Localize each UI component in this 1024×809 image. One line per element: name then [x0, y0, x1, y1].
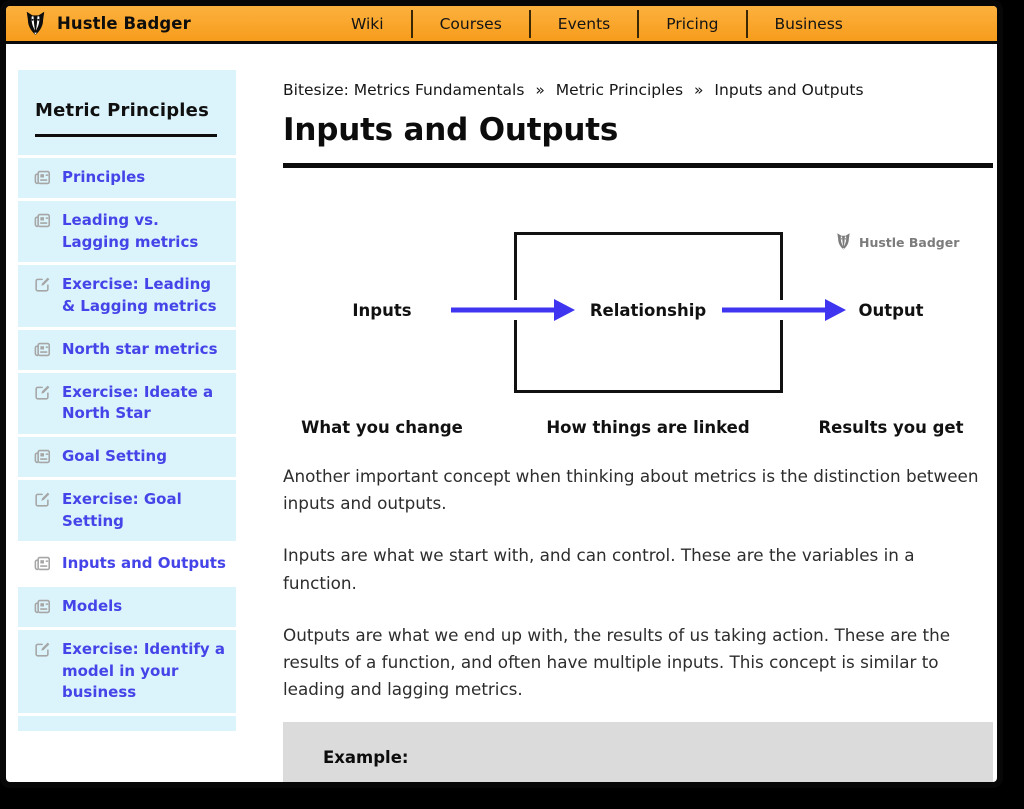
exercise-icon: [33, 275, 52, 294]
sidebar-item-inputs-and-outputs[interactable]: Inputs and Outputs: [18, 544, 236, 584]
site-logo[interactable]: Hustle Badger: [22, 10, 191, 37]
breadcrumb: Bitesize: Metrics Fundamentals » Metric …: [283, 81, 993, 99]
sidebar-item-exercise-leading-lagging[interactable]: Exercise: Leading & Lagging metrics: [18, 265, 236, 327]
sidebar-item-exercise-goal-setting[interactable]: Exercise: Goal Setting: [18, 479, 236, 542]
course-sidebar: Metric Principles Principles Leading vs.…: [18, 70, 236, 731]
article-icon: [33, 168, 52, 187]
nav-divider: [528, 9, 531, 38]
example-box: Example:: [283, 722, 993, 782]
browser-page: Hustle Badger Wiki Courses Events Pricin…: [0, 0, 1003, 788]
nav-item-pricing[interactable]: Pricing: [666, 14, 719, 33]
exercise-icon: [33, 490, 52, 509]
badger-logo-icon: [22, 10, 49, 37]
nav-item-courses[interactable]: Courses: [439, 14, 502, 33]
diagram-caption-output: Results you get: [818, 418, 963, 437]
article-icon: [33, 554, 52, 573]
breadcrumb-separator: »: [694, 81, 704, 99]
sidebar-item-principles[interactable]: Principles: [18, 158, 236, 198]
sidebar-title: Metric Principles: [35, 100, 209, 121]
brand-name: Hustle Badger: [57, 14, 191, 33]
breadcrumb-separator: »: [535, 81, 545, 99]
sidebar-footer-strip: [18, 716, 236, 731]
sidebar-item-exercise-identify-model[interactable]: Exercise: Identify a model in your busin…: [18, 629, 236, 713]
article-icon: [33, 597, 52, 616]
diagram-label-output: Output: [858, 301, 923, 320]
sidebar-header: Metric Principles: [18, 70, 236, 155]
nav-item-wiki[interactable]: Wiki: [351, 14, 384, 33]
sidebar-title-rule: [35, 134, 217, 137]
relationship-box: [514, 232, 783, 393]
breadcrumb-item-course[interactable]: Bitesize: Metrics Fundamentals: [283, 81, 525, 99]
article-icon: [33, 447, 52, 466]
arrowhead: [554, 299, 575, 321]
page-title: Inputs and Outputs: [283, 112, 619, 148]
article-icon: [33, 211, 52, 230]
arrowhead: [825, 299, 846, 321]
example-label: Example:: [323, 748, 409, 768]
diagram-caption-inputs: What you change: [301, 418, 463, 437]
paragraph: Inputs are what we start with, and can c…: [283, 545, 915, 593]
watermark-text: Hustle Badger: [859, 235, 960, 250]
sidebar-item-exercise-ideate-north-star[interactable]: Exercise: Ideate a North Star: [18, 372, 236, 434]
sidebar-item-north-star-metrics[interactable]: North star metrics: [18, 329, 236, 370]
breadcrumb-item-section[interactable]: Metric Principles: [555, 81, 684, 99]
exercise-icon: [33, 640, 52, 659]
sidebar-item-models[interactable]: Models: [18, 587, 236, 627]
diagram-label-inputs: Inputs: [352, 301, 411, 320]
watermark-badger-icon: [837, 233, 850, 250]
paragraph: Another important concept when thinking …: [283, 466, 979, 514]
nav-divider: [410, 9, 413, 38]
nav-divider: [637, 9, 640, 38]
exercise-icon: [33, 383, 52, 402]
diagram-caption-relationship: How things are linked: [546, 418, 749, 437]
nav-divider: [745, 9, 748, 38]
nav-item-business[interactable]: Business: [774, 14, 843, 33]
paragraph: Outputs are what we end up with, the res…: [283, 624, 951, 700]
article-content: Bitesize: Metrics Fundamentals » Metric …: [283, 68, 993, 782]
article-icon: [33, 340, 52, 359]
diagram-label-relationship: Relationship: [590, 301, 707, 320]
breadcrumb-item-current: Inputs and Outputs: [714, 81, 864, 99]
main-nav: Wiki Courses Events Pricing Business: [324, 6, 870, 41]
sidebar-item-goal-setting[interactable]: Goal Setting: [18, 437, 236, 477]
title-rule: [283, 163, 993, 168]
nav-item-events[interactable]: Events: [557, 14, 611, 33]
top-nav-bar: Hustle Badger Wiki Courses Events Pricin…: [6, 6, 997, 44]
sidebar-item-leading-vs-lagging[interactable]: Leading vs. Lagging metrics: [18, 200, 236, 263]
inputs-outputs-diagram: Inputs Relationship Output What you chan…: [301, 232, 964, 437]
